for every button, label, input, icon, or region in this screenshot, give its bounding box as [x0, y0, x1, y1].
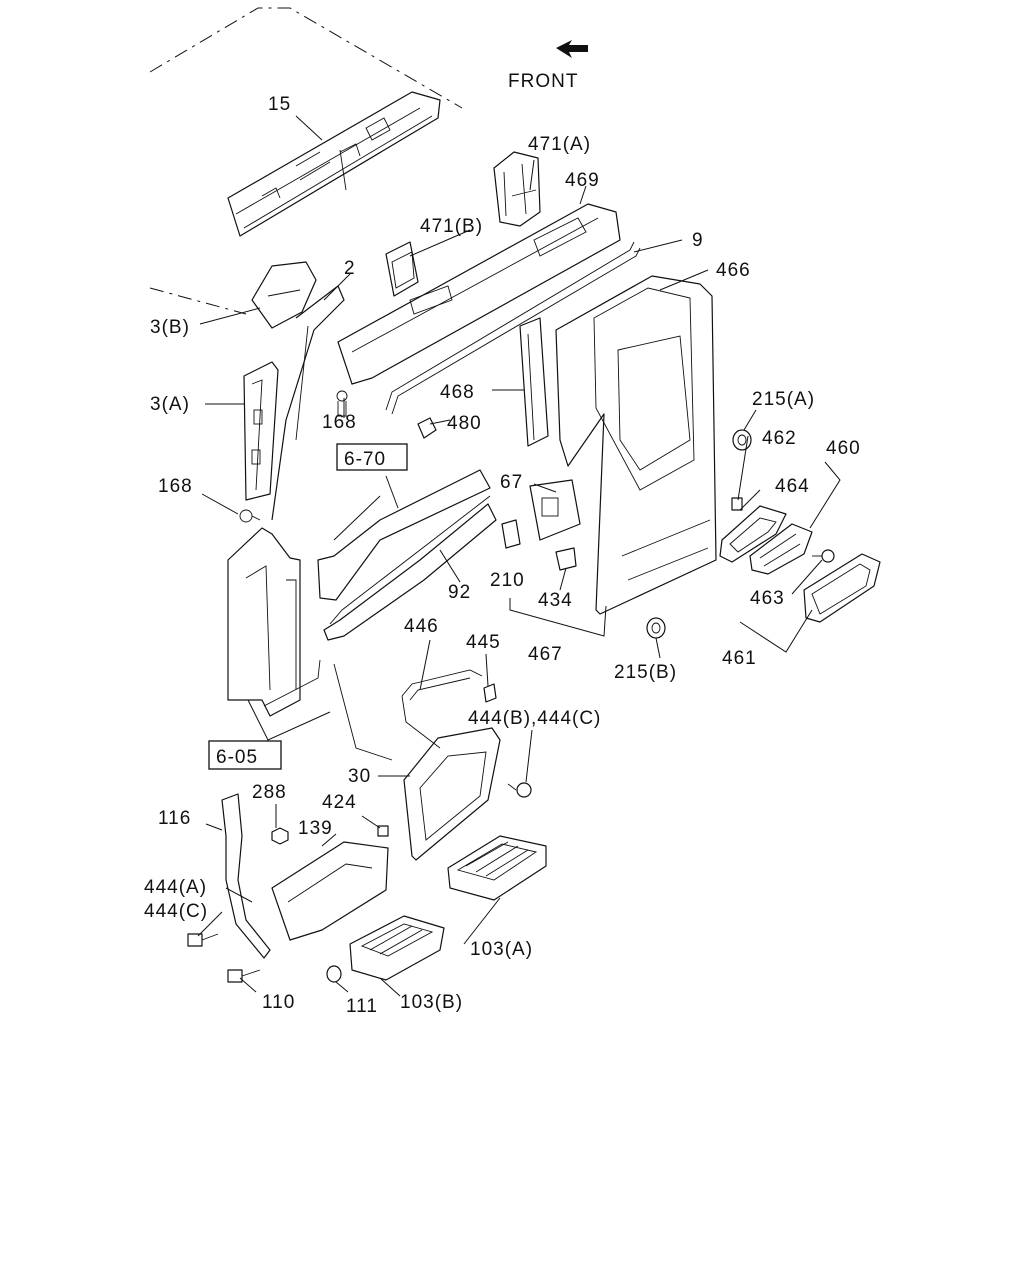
- callout-471a: 471(A): [528, 134, 591, 155]
- part-2-pillar: [271, 285, 345, 521]
- part-rocker-panel: [317, 469, 497, 641]
- callout-210: 210: [490, 570, 525, 591]
- callout-92: 92: [448, 582, 471, 603]
- ref-label-6-70: 6-70: [344, 449, 386, 470]
- part-446-weatherstrip: [401, 669, 483, 749]
- part-3a-trim: [243, 361, 279, 501]
- part-3b-gusset: [251, 261, 317, 329]
- callout-111: 111: [346, 996, 378, 1017]
- callout-3a: 3(A): [150, 394, 190, 415]
- part-471a-bracket: [493, 151, 541, 227]
- callout-467: 467: [528, 644, 563, 665]
- callout-462: 462: [762, 428, 797, 449]
- part-288-nut: [271, 827, 289, 845]
- callout-464: 464: [775, 476, 810, 497]
- part-inner-pillar-lower: [227, 527, 321, 717]
- part-463-screw: [812, 549, 835, 563]
- callout-434: 434: [538, 590, 573, 611]
- callout-463: 463: [750, 588, 785, 609]
- callout-444c: 444(C): [144, 901, 208, 922]
- callout-424: 424: [322, 792, 357, 813]
- front-label: FRONT: [508, 71, 578, 92]
- callout-168-upper: 168: [322, 412, 357, 433]
- ref-box-6-70: [336, 443, 408, 471]
- part-444bc-screw: [507, 782, 532, 798]
- part-168-bolt-lower: [239, 509, 261, 523]
- part-210-plate: [501, 519, 521, 549]
- part-103a-step: [447, 835, 547, 901]
- front-arrow-icon: [556, 40, 588, 58]
- part-30-step-well: [333, 663, 501, 861]
- callout-480: 480: [447, 413, 482, 434]
- part-110-bolt: [227, 969, 261, 983]
- part-468-pillar: [519, 317, 549, 447]
- part-139-step-bracket: [271, 841, 389, 941]
- callout-445: 445: [466, 632, 501, 653]
- part-445-clip: [483, 683, 497, 703]
- callout-466: 466: [716, 260, 751, 281]
- part-215b-grommet: [646, 617, 666, 639]
- callout-15: 15: [268, 94, 291, 115]
- callout-444bc: 444(B),444(C): [468, 708, 601, 729]
- part-168-bolt-upper: [336, 390, 348, 417]
- ref-box-6-05: [208, 740, 282, 770]
- callout-469: 469: [565, 170, 600, 191]
- part-215a-grommet: [732, 429, 752, 451]
- callout-67: 67: [500, 472, 523, 493]
- part-471b-bracket: [385, 241, 419, 297]
- callout-110: 110: [262, 992, 295, 1013]
- callout-103a: 103(A): [470, 939, 533, 960]
- callout-30: 30: [348, 766, 371, 787]
- callout-461: 461: [722, 648, 757, 669]
- callout-116: 116: [158, 808, 191, 829]
- part-469-roof-side-rail: [337, 203, 621, 385]
- callout-168-lower: 168: [158, 476, 193, 497]
- callout-444a: 444(A): [144, 877, 207, 898]
- callout-9: 9: [692, 230, 704, 251]
- callout-139: 139: [298, 818, 333, 839]
- part-9-weatherstrip: [385, 241, 641, 415]
- callout-446: 446: [404, 616, 439, 637]
- callout-471b: 471(B): [420, 216, 483, 237]
- part-462-clip: [731, 497, 743, 511]
- part-434-clip: [555, 547, 577, 571]
- callout-2: 2: [344, 258, 356, 279]
- part-461-vent-cover: [803, 553, 881, 623]
- callout-215a: 215(A): [752, 389, 815, 410]
- leader-lines: [197, 115, 841, 997]
- part-460-vent-grille: [749, 523, 813, 575]
- part-444a-bolt: [187, 933, 219, 947]
- part-424-nut: [377, 825, 389, 837]
- callout-3b: 3(B): [150, 317, 190, 338]
- callout-468: 468: [440, 382, 475, 403]
- part-15-roof-rail: [227, 91, 441, 237]
- callout-215b: 215(B): [614, 662, 677, 683]
- part-480-clip: [417, 417, 437, 439]
- part-116-bracket: [221, 793, 271, 959]
- callout-103b: 103(B): [400, 992, 463, 1013]
- part-111-washer: [326, 965, 342, 983]
- callout-288: 288: [252, 782, 287, 803]
- part-103b-step: [349, 915, 445, 981]
- part-464-seal: [719, 505, 787, 563]
- part-67-bracket: [529, 479, 581, 541]
- phantom-roof-outline: [149, 7, 463, 315]
- callout-460: 460: [826, 438, 861, 459]
- part-466-quarter-panel: [555, 275, 717, 615]
- ref-label-6-05: 6-05: [216, 747, 258, 768]
